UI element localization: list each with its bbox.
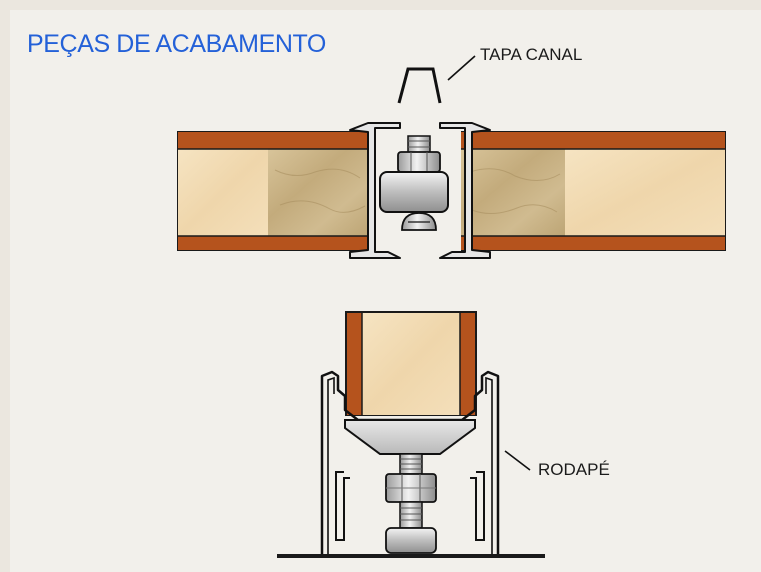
rodape-wall-panel	[345, 311, 477, 416]
tapa-canal-piece	[397, 67, 442, 104]
joint-bolt	[379, 135, 449, 231]
tapa-canal-leader-line	[447, 55, 476, 81]
rodape-label: RODAPÉ	[538, 460, 610, 479]
left-wall-panel	[177, 131, 368, 251]
rodape-profile	[320, 370, 500, 555]
floor-line	[277, 554, 545, 558]
leveling-screw	[385, 453, 437, 554]
joint-profile	[349, 122, 491, 259]
right-wall-panel	[461, 131, 726, 251]
page-title: PEÇAS DE ACABAMENTO	[27, 30, 326, 58]
tapa-canal-label: TAPA CANAL	[480, 45, 583, 64]
rodape-leader-line	[504, 450, 531, 471]
